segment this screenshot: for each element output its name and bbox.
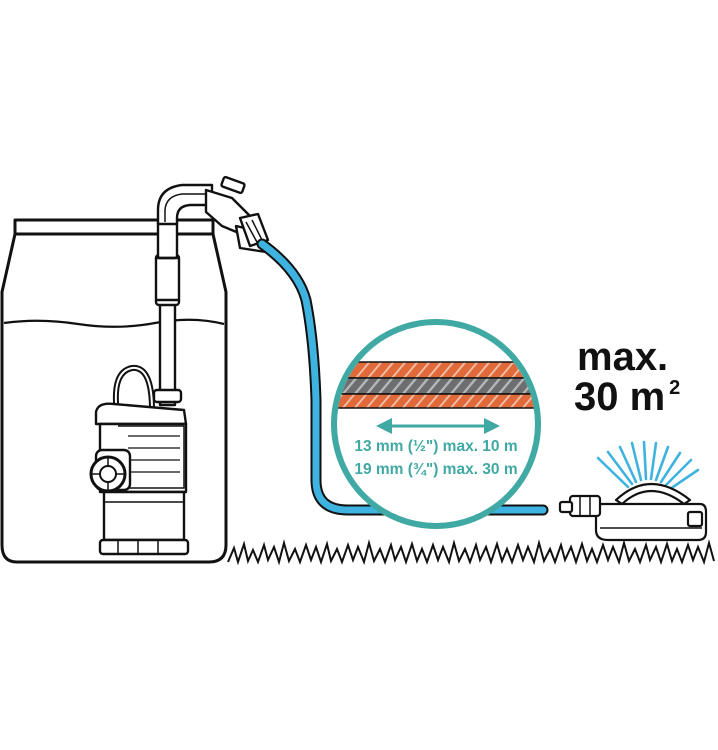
hose-spec-13mm: 13 mm (½") max. 10 m (354, 438, 517, 455)
hose-spec-19mm: 19 mm (¾") max. 30 m (354, 461, 517, 478)
water-surface (3, 318, 225, 328)
submersible-pump-icon (89, 364, 190, 556)
oscillating-sprinkler-icon (558, 440, 708, 542)
water-spray (596, 440, 700, 491)
hose-layer-outer (337, 361, 535, 379)
area-unit-superscript: 2 (669, 377, 680, 399)
tap-valve-icon (204, 175, 270, 254)
hose-layer-inner (337, 393, 535, 409)
area-value: 30 m (574, 375, 665, 419)
hose-layer-middle (337, 377, 535, 395)
grass-icon (227, 539, 715, 566)
diameter-arrow (376, 418, 500, 434)
hose-callout: 13 mm (½") max. 10 m 19 mm (¾") max. 30 … (331, 319, 541, 529)
area-label-line1: max. (577, 335, 668, 379)
